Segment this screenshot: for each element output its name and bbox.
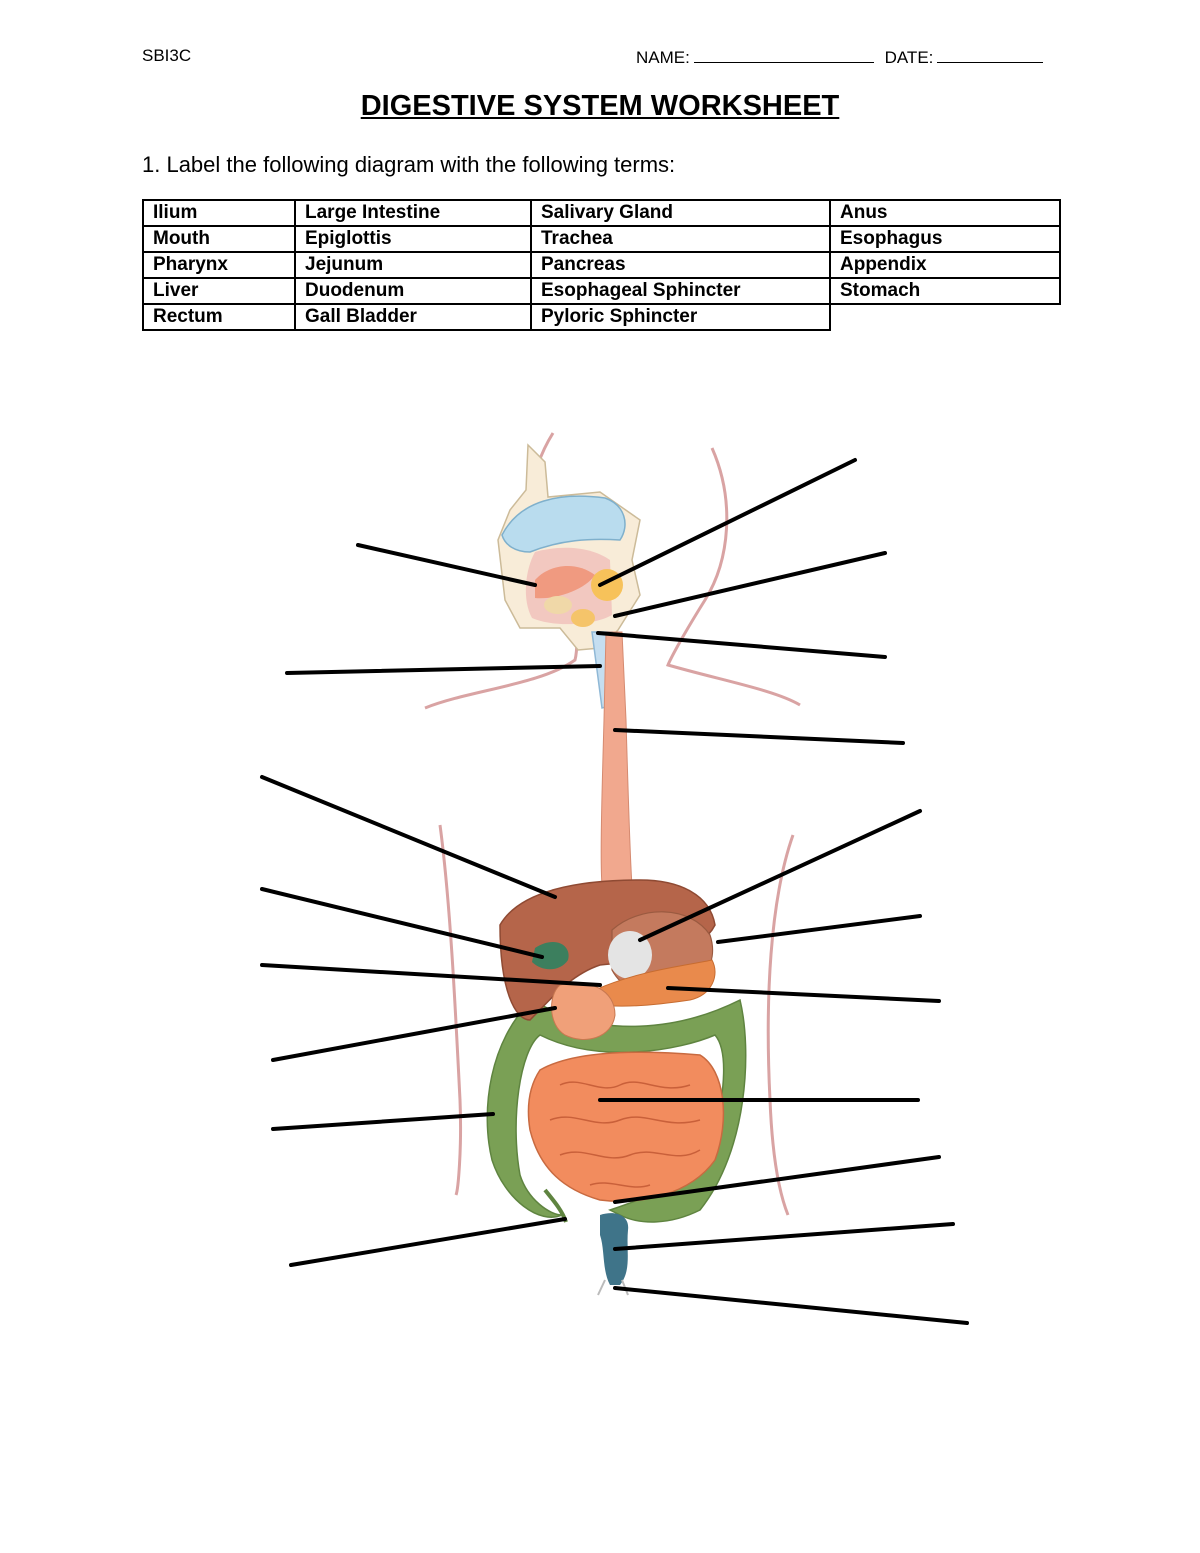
label-line-large-intestine	[271, 1112, 495, 1131]
term-cell: Anus	[829, 199, 1061, 227]
label-line-gall-bladder	[260, 887, 544, 959]
label-line-appendix	[289, 1217, 567, 1267]
label-line-mouth	[356, 543, 537, 587]
table-row: Pharynx Jejunum Pancreas Appendix	[142, 251, 1061, 279]
name-blank[interactable]	[693, 46, 874, 63]
esophageal-sphincter-region	[608, 931, 652, 979]
term-cell: Duodenum	[294, 277, 532, 305]
term-cell: Pancreas	[530, 251, 831, 279]
small-intestine	[527, 1051, 725, 1202]
label-lines	[260, 458, 969, 1325]
label-line-liver	[260, 775, 557, 899]
term-cell: Large Intestine	[294, 199, 532, 227]
label-line-pyloric-sphincter	[260, 963, 602, 987]
term-cell: Jejunum	[294, 251, 532, 279]
table-row: Liver Duodenum Esophageal Sphincter Stom…	[142, 277, 1061, 305]
throat	[591, 631, 633, 886]
label-line-stomach	[716, 914, 922, 944]
table-row: Ilium Large Intestine Salivary Gland Anu…	[142, 199, 1061, 227]
head-cross-section	[497, 443, 641, 651]
question-1: 1. Label the following diagram with the …	[142, 152, 676, 177]
pancreas	[594, 959, 716, 1007]
term-cell: Gall Bladder	[294, 303, 532, 331]
label-line-anus	[613, 1286, 969, 1325]
date-label: DATE:	[884, 48, 934, 67]
term-cell: Liver	[142, 277, 296, 305]
label-line-epiglottis	[613, 551, 887, 618]
term-cell: Trachea	[530, 225, 831, 253]
label-line-ilium	[613, 1155, 941, 1204]
term-cell: Esophageal Sphincter	[530, 277, 831, 305]
term-cell: Pharynx	[142, 251, 296, 279]
name-label: NAME:	[636, 48, 690, 67]
table-row: Rectum Gall Bladder Pyloric Sphincter	[142, 303, 1060, 331]
label-line-pancreas	[666, 986, 941, 1003]
gall-bladder	[532, 941, 569, 970]
large-intestine	[486, 998, 747, 1223]
term-cell: Salivary Gland	[530, 199, 831, 227]
small-intestine-folds	[549, 1081, 701, 1188]
label-line-rectum	[613, 1222, 955, 1251]
term-cell: Epiglottis	[294, 225, 532, 253]
table-row: Mouth Epiglottis Trachea Esophagus	[142, 225, 1061, 253]
label-line-pharynx	[596, 631, 887, 659]
label-line-trachea	[285, 664, 602, 675]
term-cell: Stomach	[829, 277, 1061, 305]
term-cell: Esophagus	[829, 225, 1061, 253]
label-line-duodenum	[271, 1006, 557, 1062]
term-cell: Rectum	[142, 303, 296, 331]
label-line-esophagus	[613, 728, 905, 745]
label-line-salivary-gland	[598, 458, 857, 587]
term-cell: Ilium	[142, 199, 296, 227]
name-date-fields: NAME: DATE:	[636, 46, 1049, 68]
label-line-esophageal-sphincter	[638, 809, 922, 942]
term-cell: Appendix	[829, 251, 1061, 279]
worksheet-title: DIGESTIVE SYSTEM WORKSHEET	[360, 90, 840, 122]
term-cell: Pyloric Sphincter	[530, 303, 831, 331]
duodenum	[551, 982, 616, 1040]
date-blank[interactable]	[937, 46, 1044, 63]
terms-table: Ilium Large Intestine Salivary Gland Anu…	[142, 199, 1061, 331]
term-cell: Mouth	[142, 225, 296, 253]
course-code: SBI3C	[142, 46, 192, 65]
